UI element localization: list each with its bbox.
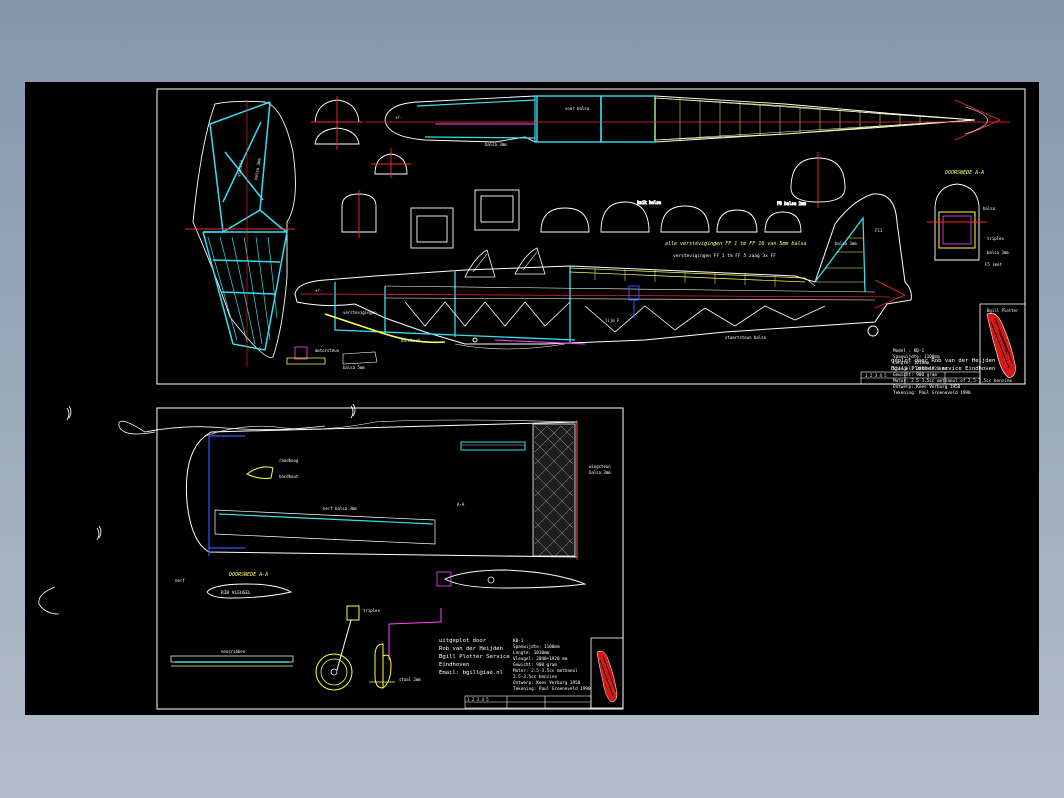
spec-line: Ontwerp: Kees Verburg 1950 [893, 384, 961, 390]
section-title-upper: DOORSNEDE A-A [944, 170, 984, 176]
rib-table-label: neusribben [221, 649, 246, 654]
cad-drawing-canvas[interactable]: stabilo balsa 3mm motorsteun balsa 5mm [25, 82, 1039, 715]
spec-line: Model : KB-1 [893, 348, 924, 354]
spec-line: Lengte: 1010mm [513, 650, 550, 656]
spec-line: 2.5-3.5cc benzine [513, 674, 557, 680]
upper-title-block: Bgill Plotter 1 2 3 4 5 [860, 303, 1026, 385]
credit-line: Bgill Plotter service Eindhoven [891, 366, 995, 372]
svg-text:triplex: triplex [987, 236, 1004, 241]
svg-text:lijm F: lijm F [605, 318, 620, 323]
credit-line: Rob van der Heijden [439, 646, 503, 652]
svg-text:wingsteun: wingsteun [589, 464, 611, 469]
spec-line: Spanwijdte: 1100mm [893, 354, 940, 360]
spec-line: Vleugel: 2040+1920 mm [513, 656, 568, 662]
spec-line: KB-1 [513, 638, 524, 644]
svg-text:+/-: +/- [315, 288, 322, 293]
svg-text:hardhout: hardhout [401, 338, 421, 343]
spec-line: Tekening: Paul Groeneveld 1990 [513, 686, 591, 692]
spec-line: Vleugel: 2040+1920 mm [893, 366, 948, 372]
fuselage-side-view: +/- verstevigingen hardhout lijm F staar… [294, 193, 912, 350]
svg-text:1 2 3 4 5: 1 2 3 4 5 [865, 373, 887, 378]
titleblock-label: Bgill Plotter [987, 308, 1019, 313]
upper-sheet: stabilo balsa 3mm motorsteun balsa 5mm [156, 88, 1026, 396]
bulkhead-row: knik balsa F6 balsa 2mm [540, 152, 846, 233]
svg-text:1 2 3 4 5: 1 2 3 4 5 [467, 697, 489, 702]
mount-detail: motorsteun balsa 5mm [286, 346, 378, 370]
spec-line: Motor: 2.5-3.5cc methanol [513, 668, 578, 674]
credit-line: Eindhoven [439, 662, 469, 668]
credit-line: Email: bgill@iae.nl [439, 670, 503, 676]
credit-line: uitgeplot door [439, 638, 487, 644]
svg-text:balsa 3mm: balsa 3mm [835, 241, 857, 246]
landing-gear: triplex staal 2mm [315, 605, 442, 691]
lower-sheet: wingsteun balsa 3mm nerf balsa 3mm randb… [38, 403, 624, 710]
cad-viewport[interactable]: stabilo balsa 3mm motorsteun balsa 5mm [25, 82, 1039, 715]
svg-text:voor balsa: voor balsa [565, 106, 590, 111]
spec-line: Gewicht: 900 gram [893, 372, 937, 378]
lower-title-block: 1 2 3 4 5 [464, 637, 624, 709]
svg-text:A-A: A-A [457, 502, 465, 507]
svg-text:motorsteun: motorsteun [315, 348, 340, 353]
lower-specs: KB-1 Spanwijdte: 1100mm Lengte: 1010mm V… [513, 638, 591, 692]
spec-line: Spanwijdte: 1100mm [513, 644, 560, 650]
wing-planform: wingsteun balsa 3mm nerf balsa 3mm randb… [185, 419, 611, 560]
rib-table: neusribben [170, 649, 294, 667]
outer-fragments [38, 403, 356, 615]
svg-text:randboog: randboog [279, 458, 299, 463]
rib-profiles: DOORSNEDE A-A RIB VLEUGEL nerf [175, 569, 587, 599]
svg-text:F5 (met: F5 (met [985, 262, 1002, 267]
spec-line: Lengte: 1010mm [893, 360, 930, 366]
svg-text:staal 2mm: staal 2mm [399, 677, 421, 682]
svg-text:stabilo: stabilo [236, 159, 244, 177]
svg-text:balsa 3mm: balsa 3mm [589, 470, 611, 475]
svg-text:balsa 3mm: balsa 3mm [253, 157, 262, 180]
former-note: alle verstevigingen FF 1 tm FF 10 van 5m… [665, 241, 806, 247]
svg-text:hardhout: hardhout [279, 474, 299, 479]
svg-text:+/-: +/- [395, 115, 402, 120]
spec-line: Gewicht: 900 gram [513, 662, 557, 668]
lower-credits: uitgeplot door Rob van der Heijden Bgill… [439, 638, 510, 676]
stringer-note: verstevigingen FF 1 tm FF 5 zaag 3x FF [673, 253, 776, 259]
svg-text:F11: F11 [875, 228, 883, 233]
svg-text:nerf: nerf [175, 578, 185, 583]
rib-profile-label: RIB VLEUGEL [221, 590, 251, 596]
svg-text:knik balsa: knik balsa [637, 200, 662, 205]
svg-text:staartsteun balsa: staartsteun balsa [725, 335, 767, 340]
spec-line: Tekening: Paul Groeneveld 1990 [893, 390, 971, 396]
spec-line: Ontwerp: Kees Verburg 1950 [513, 680, 581, 686]
upper-spec-block: Model : KB-1 Spanwijdte: 1100mm Lengte: … [893, 348, 1012, 396]
svg-text:F6 balsa 2mm: F6 balsa 2mm [777, 201, 806, 206]
svg-text:nerf balsa 3mm: nerf balsa 3mm [323, 506, 357, 511]
svg-text:balsa 3mm: balsa 3mm [485, 142, 507, 147]
credit-line: Bgill Plotter Service [439, 654, 510, 660]
stabilizer-plan-view: stabilo balsa 3mm [185, 100, 296, 367]
cabane-section: balsa triplex balsa 3mm F5 (met [927, 183, 1009, 267]
svg-text:balsa 5mm: balsa 5mm [343, 365, 365, 370]
upper-plot-credit: geplot door Rob van der Heijden Bgill Pl… [891, 358, 995, 372]
svg-text:balsa: balsa [983, 206, 996, 211]
section-title-lower: DOORSNEDE A-A [228, 572, 268, 578]
small-formers [311, 96, 520, 249]
spec-line: Motor: 2.5-3.5cc methanol of 2,5-3,5cc b… [893, 378, 1012, 384]
svg-text:balsa 3mm: balsa 3mm [987, 250, 1009, 255]
credit-line: geplot door Rob van der Heijden [891, 358, 995, 364]
fuselage-top-view: +/- voor balsa balsa 3mm [365, 95, 1010, 147]
svg-text:verstevigingen: verstevigingen [343, 310, 377, 315]
svg-text:triplex: triplex [363, 608, 380, 613]
